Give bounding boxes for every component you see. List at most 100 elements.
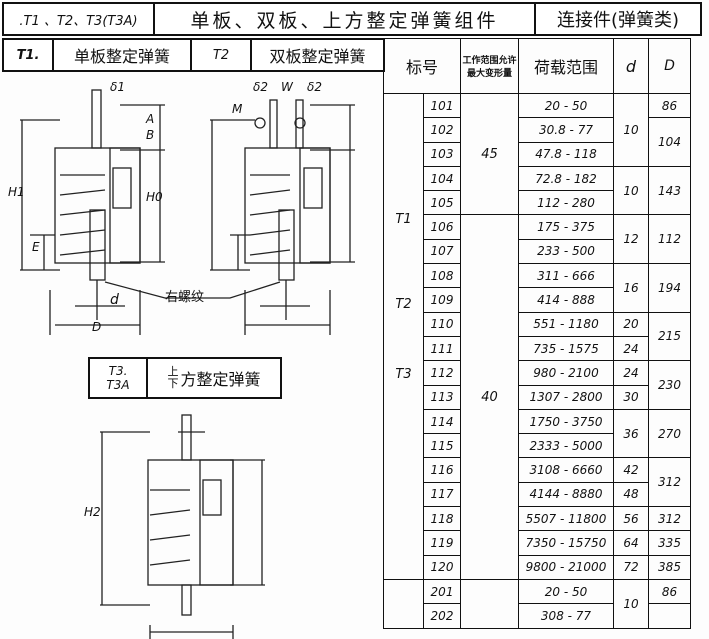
d-cell: 64	[613, 530, 649, 556]
table-row: 115 2333 - 5000	[384, 433, 691, 459]
label-D: D	[92, 320, 102, 334]
t3-bottom: 下	[167, 377, 179, 390]
number-cell: 110	[423, 311, 461, 337]
D-cell: 312	[648, 457, 691, 508]
load-cell: 20 - 50	[518, 92, 614, 119]
D-cell: 86	[648, 92, 691, 119]
t1-code: T1.	[2, 38, 54, 72]
number-cell: 117	[423, 481, 461, 508]
load-cell: 311 - 666	[518, 263, 614, 289]
D-cell: 215	[648, 311, 691, 362]
number-cell: 114	[423, 408, 461, 435]
label-b: B	[146, 128, 155, 142]
load-cell: 414 - 888	[518, 287, 614, 313]
t3-name: 方整定弹簧	[180, 370, 261, 389]
series-text: .T1 、T2、T3(T3A)	[19, 13, 138, 29]
number-cell: 119	[423, 530, 461, 556]
load-cell: 1307 - 2800	[518, 384, 614, 410]
d-cell: 42	[613, 457, 649, 483]
label-h2: H2	[84, 505, 101, 519]
number-cell: 118	[423, 506, 461, 532]
D-cell: 143	[648, 165, 691, 216]
number-cell: 104	[423, 165, 461, 192]
load-cell: 112 - 280	[518, 190, 614, 216]
D-cell: 335	[648, 530, 691, 556]
label-h1: H1	[8, 185, 25, 199]
d-cell: 12	[613, 214, 649, 265]
t2-drawing	[104, 99, 355, 335]
D-cell: 312	[648, 506, 691, 532]
number-cell: 120	[423, 554, 461, 580]
number-cell: 116	[423, 457, 461, 483]
load-cell: 3108 - 6660	[518, 457, 614, 483]
t2-name: 双板整定弹簧	[250, 38, 385, 72]
number-cell: 111	[423, 335, 461, 362]
load-cell: 47.8 - 118	[518, 141, 614, 167]
d-cell: 20	[613, 311, 649, 337]
sheet-title: 单板、双板、上方整定弹簧组件	[153, 2, 536, 36]
label-e: E	[32, 240, 40, 254]
number-cell: 101	[423, 92, 461, 119]
load-cell: 735 - 1575	[518, 335, 614, 362]
load-cell: 72.8 - 182	[518, 165, 614, 192]
label-delta2-left: δ2	[253, 80, 268, 94]
d-cell: 16	[613, 263, 649, 313]
D-cell: 112	[648, 214, 691, 265]
t3-drawing	[100, 414, 265, 639]
D-cell	[648, 603, 691, 629]
header-travel: 工作范围允许最大变形量	[460, 38, 519, 94]
t3-name-box: 上下 方整定弹簧	[146, 357, 282, 399]
D-cell: 385	[648, 554, 691, 580]
t3-top: 上	[167, 365, 179, 378]
load-cell: 30.8 - 77	[518, 117, 614, 143]
t2-code: T2	[190, 38, 252, 72]
number-cell: 109	[423, 287, 461, 313]
load-cell: 2333 - 5000	[518, 433, 614, 459]
label-h0: H0	[146, 190, 163, 204]
travel-cell	[460, 578, 519, 629]
load-cell: 980 - 2100	[518, 360, 614, 386]
label-m: M	[232, 102, 243, 116]
d-cell: 10	[613, 93, 649, 167]
travel-cell: 40	[460, 214, 519, 580]
t3-code: T3. T3A	[88, 357, 148, 399]
number-cell: 108	[423, 263, 461, 289]
load-cell: 551 - 1180	[518, 311, 614, 337]
header-load: 荷载范围	[518, 38, 614, 94]
title-text: 单板、双板、上方整定弹簧组件	[190, 9, 499, 32]
travel-cell: 45	[460, 92, 519, 216]
table-row: 105 112 - 280	[384, 190, 691, 216]
label-delta1: δ1	[110, 80, 125, 94]
D-cell: 270	[648, 408, 691, 459]
spring-drawings	[20, 89, 355, 639]
label-d: d	[110, 292, 119, 308]
load-cell: 308 - 77	[518, 603, 614, 629]
number-cell: 105	[423, 190, 461, 216]
load-cell: 9800 - 21000	[518, 554, 614, 580]
label-right-thread: 右螺纹	[165, 290, 205, 305]
series-t3: T3	[395, 367, 412, 382]
label-w: W	[281, 80, 293, 94]
series-t1: T1	[395, 212, 412, 227]
number-cell: 115	[423, 433, 461, 459]
D-cell: 230	[648, 360, 691, 410]
label-delta2-right: δ2	[307, 80, 322, 94]
header-D: D	[648, 38, 691, 94]
d-cell: 24	[613, 360, 649, 386]
load-cell: 233 - 500	[518, 238, 614, 265]
